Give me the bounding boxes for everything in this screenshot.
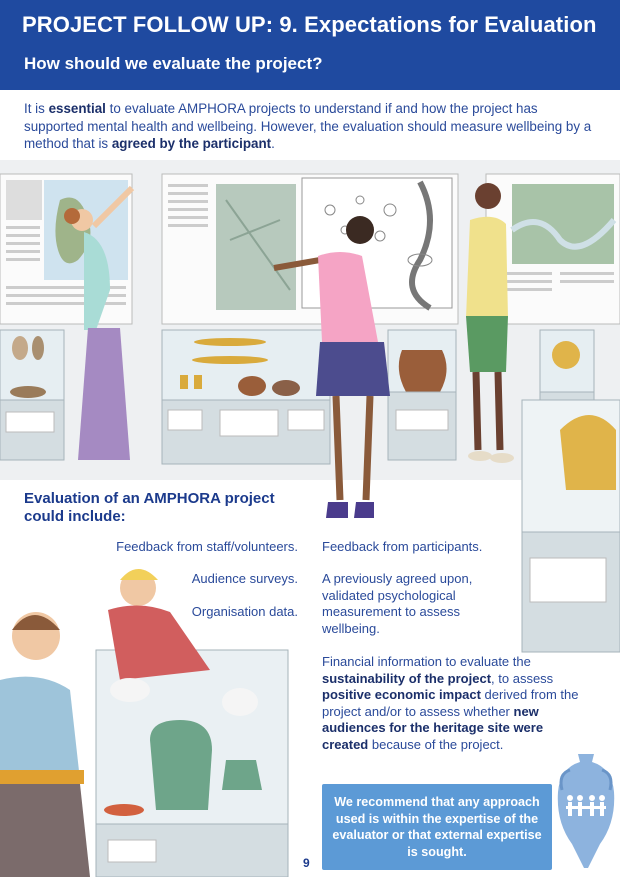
display-case-left: [0, 329, 65, 461]
display-case-center: [161, 329, 331, 465]
financial-bold-2: positive economic impact: [322, 687, 481, 702]
eval-item-psychological-measurement: A previously agreed upon, validated psyc…: [322, 571, 473, 636]
eval-item-staff-feedback: Feedback from staff/volunteers.: [116, 539, 298, 554]
financial-bold-3: new audiences for the heritage site were…: [322, 703, 544, 752]
intro-text-3: .: [271, 136, 275, 152]
amphora-logo-icon: [557, 754, 615, 868]
eval-item-organisation-data: Organisation data.: [191, 604, 298, 619]
evaluation-heading: Evaluation of an AMPHORA project could i…: [24, 490, 275, 525]
visitor-woman-left: [64, 185, 135, 460]
wall-poster-river: [485, 173, 620, 325]
page-subtitle: How should we evaluate the project?: [24, 54, 323, 73]
visitor-woman-center: [273, 216, 390, 518]
eval-item-financial-information: Financial information to evaluate the su…: [322, 654, 592, 753]
intro-text-1: It is: [24, 101, 49, 116]
page-title: PROJECT FOLLOW UP: 9. Expectations for E…: [22, 12, 597, 37]
wall-poster-map: [0, 173, 133, 325]
staff-scene: [0, 569, 289, 877]
financial-text-1: Financial information to evaluate the: [322, 654, 531, 669]
display-case-helmet-large: [521, 399, 620, 653]
intro-paragraph: It is essential to evaluate AMPHORA proj…: [24, 100, 599, 153]
eval-item-audience-surveys: Audience surveys.: [191, 571, 298, 586]
museum-illustration: [0, 160, 620, 877]
recommendation-box: We recommend that any approach used is w…: [322, 784, 552, 870]
wall-poster-site-plan: [161, 173, 459, 325]
financial-text-3: derived from the project and/or to asses…: [322, 687, 579, 719]
intro-text-2: to evaluate AMPHORA projects to understa…: [24, 101, 592, 152]
intro-bold-1: essential: [48, 101, 106, 116]
header-banner: PROJECT FOLLOW UP: 9. Expectations for E…: [0, 0, 620, 90]
visitor-man-right: [466, 183, 514, 463]
financial-text-4: because of the project.: [368, 736, 504, 752]
financial-text-2: , to assess: [491, 670, 554, 686]
intro-bold-2: agreed by the participant: [111, 136, 272, 152]
financial-bold-1: sustainability of the project: [322, 670, 492, 686]
eval-item-participant-feedback: Feedback from participants.: [322, 539, 483, 554]
display-case-vase: [387, 329, 457, 461]
page-number: 9: [303, 856, 310, 870]
